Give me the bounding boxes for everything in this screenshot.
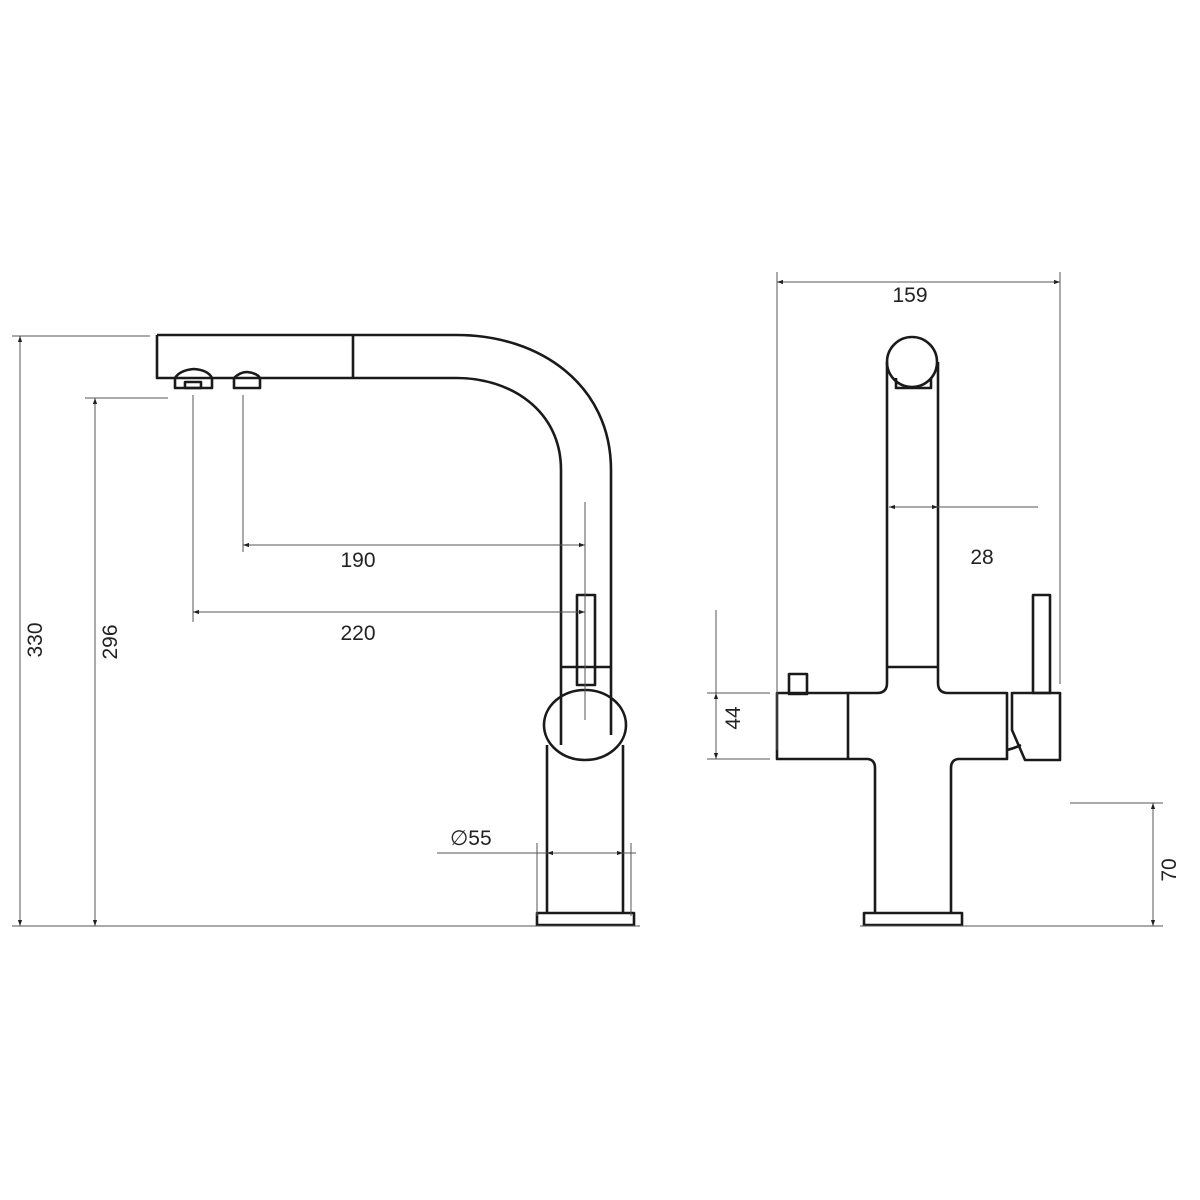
dimension-159: 159 bbox=[776, 272, 1061, 750]
faucet-front-outline bbox=[775, 335, 1062, 927]
dimension-28: 28 bbox=[889, 504, 1038, 569]
dimension-diameter-55: ∅55 bbox=[437, 827, 636, 916]
dim-label-159: 159 bbox=[892, 284, 927, 307]
side-view: 330 296 190 220 ∅55 bbox=[12, 333, 640, 927]
dim-label-296: 296 bbox=[99, 624, 122, 659]
dimension-190: 190 bbox=[242, 395, 586, 720]
dimension-44: 44 bbox=[707, 610, 770, 760]
dim-label-44: 44 bbox=[722, 706, 745, 730]
dim-label-70: 70 bbox=[1158, 858, 1181, 881]
dimension-296: 296 bbox=[85, 397, 168, 926]
faucet-side-outline bbox=[155, 333, 636, 927]
front-view: 159 28 44 70 bbox=[707, 272, 1181, 927]
dimension-330: 330 bbox=[12, 335, 150, 926]
dim-label-220: 220 bbox=[340, 622, 375, 645]
dim-label-190: 190 bbox=[340, 549, 375, 572]
dimension-70: 70 bbox=[1070, 802, 1181, 926]
dim-label-28: 28 bbox=[970, 546, 993, 569]
dim-label-330: 330 bbox=[24, 622, 47, 657]
dim-label-diameter-55: ∅55 bbox=[450, 827, 492, 850]
dimension-220: 220 bbox=[192, 395, 585, 645]
